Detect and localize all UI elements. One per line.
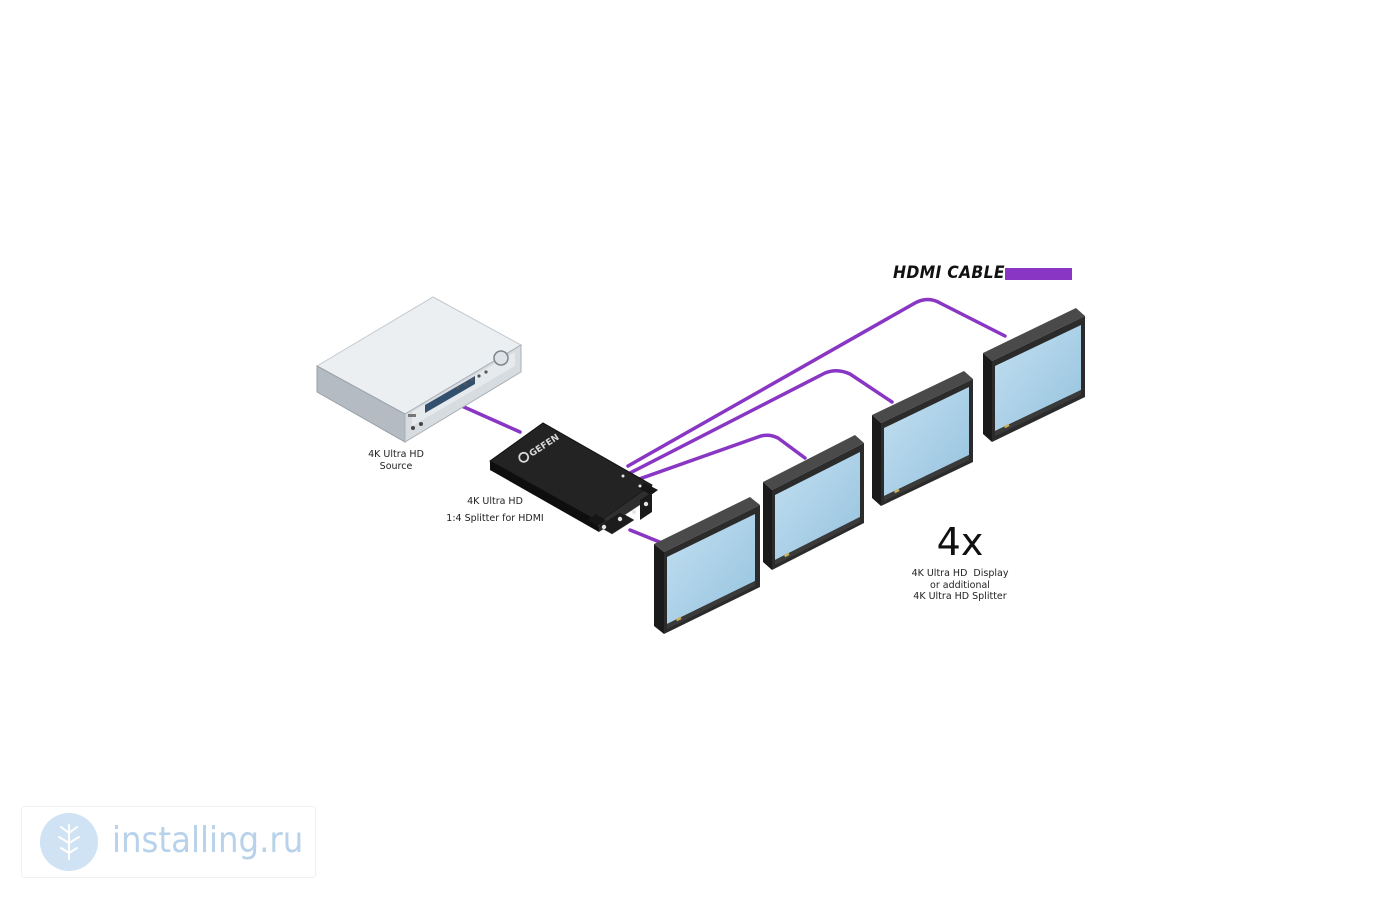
display-label: 4K Ultra HD Display or additional 4K Ult… [895,568,1025,603]
source-label: 4K Ultra HD Source [356,449,436,473]
cable-to-display-2 [626,433,807,485]
display-count: 4x [936,520,984,564]
watermark-logo-icon [40,813,98,871]
source-label-line1: 4K Ultra HD [368,449,424,460]
hdmi-cables [453,297,1007,545]
display-1 [654,497,760,634]
source-device [315,296,523,443]
cable-to-display-3 [626,369,894,476]
display-label-line1: 4K Ultra HD Display [911,568,1009,579]
legend-cable-swatch [1005,268,1072,280]
display-2 [763,435,864,570]
watermark: installing.ru [21,806,316,878]
splitter-label-line2: 1:4 Splitter for HDMI [446,513,544,524]
volume-knob [493,350,509,366]
cable-to-display-1 [628,528,664,545]
watermark-text: installing.ru [112,820,304,861]
splitter-label-line1: 4K Ultra HD [467,496,523,507]
display-4 [983,308,1085,442]
display-label-line2: or additional [930,579,990,591]
splitter-label: 4K Ultra HD 1:4 Splitter for HDMI [435,493,555,527]
source-label-line2: Source [379,461,413,472]
legend-label: HDMI CABLE [893,263,1005,283]
display-3 [872,371,973,506]
splitter-device: GEFEN [489,422,658,535]
cable-to-display-4 [626,297,1007,468]
cable-source-to-splitter [453,401,522,434]
display-label-line3: 4K Ultra HD Splitter [913,591,1007,602]
